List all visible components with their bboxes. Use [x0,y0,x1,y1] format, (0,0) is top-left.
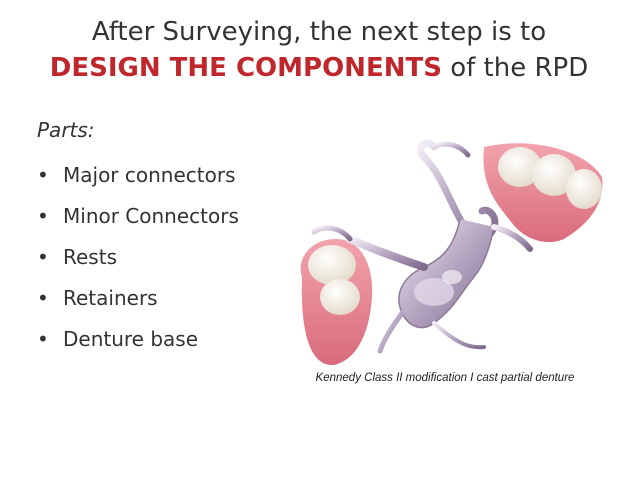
list-item-text: Retainers [63,286,158,310]
bullet-icon: • [37,204,49,228]
list-item: • Retainers [37,281,239,322]
list-item-text: Denture base [63,327,199,351]
bullet-icon: • [37,286,49,310]
denture-photo [284,127,606,370]
list-item: • Denture base [37,322,239,363]
bullet-icon: • [37,163,49,187]
title-line-1: After Surveying, the next step is to [91,17,547,47]
title-line-2: DESIGN THE COMPONENTS of the RPD [0,50,638,86]
list-item-text: Major connectors [63,163,236,187]
slide-title: After Surveying, the next step is to DES… [0,14,638,86]
list-item: • Rests [37,240,239,281]
list-item: • Major connectors [37,158,239,199]
cast-partial-denture-illustration [300,139,603,366]
bullet-icon: • [37,245,49,269]
list-item-text: Minor Connectors [63,204,239,228]
title-rest: of the RPD [441,53,589,83]
bullet-icon: • [37,327,49,351]
parts-label: Parts: [37,118,95,142]
list-item-text: Rests [63,245,117,269]
list-item: • Minor Connectors [37,199,239,240]
parts-list: • Major connectors • Minor Connectors • Res… [37,158,239,363]
title-highlight: DESIGN THE COMPONENTS [49,53,442,83]
photo-caption: Kennedy Class II modification I cast par… [315,372,575,384]
